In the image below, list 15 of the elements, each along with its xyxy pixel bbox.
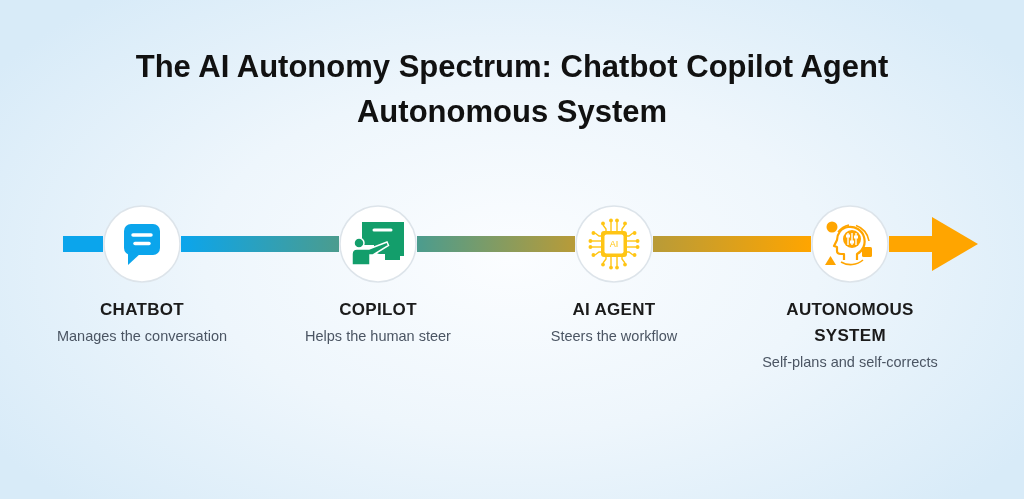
stage-title: CHATBOT — [99, 299, 185, 321]
stage-description: Steers the workflow — [550, 327, 678, 346]
title: The AI Autonomy Spectrum: Chatbot Copilot Agent Autonomous System — [134, 48, 890, 131]
connector-line — [653, 236, 811, 252]
chip-text: AI — [609, 239, 619, 249]
connector-line — [417, 236, 575, 252]
stage-title: AI AGENT — [571, 299, 657, 321]
connector-line — [63, 236, 103, 252]
stage-description: Manages the conversation — [56, 327, 228, 346]
stage-description: Helps the human steer — [305, 327, 451, 346]
stage-title: AUTONOMOUS SYSTEM — [785, 299, 915, 347]
arrow — [889, 217, 978, 271]
connector-line — [181, 236, 339, 252]
stage-description: Self-plans and self-corrects — [762, 353, 938, 372]
stage-title: COPILOT — [338, 299, 418, 321]
